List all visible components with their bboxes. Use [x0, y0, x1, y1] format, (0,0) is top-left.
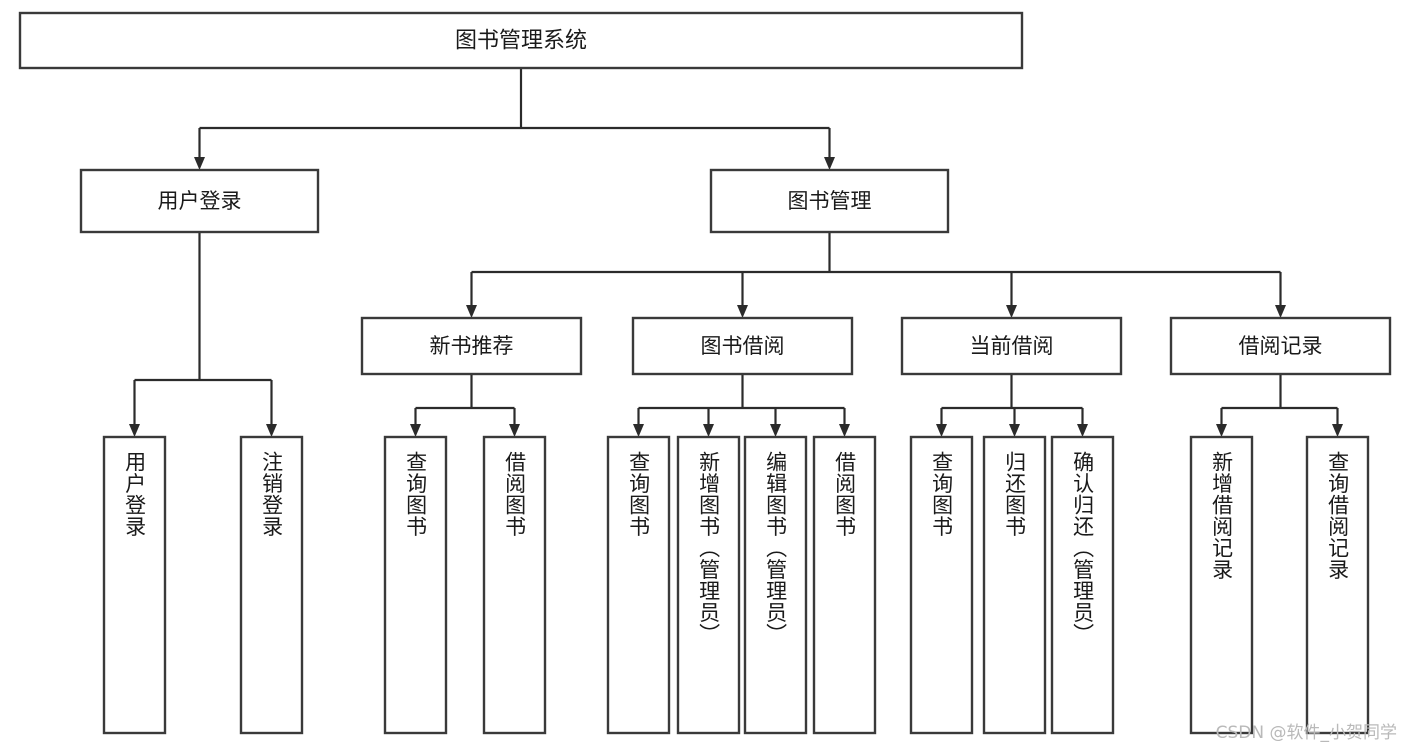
- node-box-user-login[interactable]: [79, 168, 320, 234]
- arrow-head-leaf-add-book-admin: [703, 424, 714, 437]
- node-label-root: 图书管理系统: [455, 29, 587, 54]
- node-label-book-management: 图书管理: [788, 189, 872, 213]
- node-box-leaf-borrow-book[interactable]: [812, 435, 877, 735]
- node-box-leaf-user-login[interactable]: [102, 435, 167, 735]
- arrow-head-leaf-add-borrow-record: [1216, 424, 1227, 437]
- arrow-head-book-borrow: [737, 305, 748, 318]
- arrow-head-leaf-edit-book-admin: [770, 424, 781, 437]
- node-box-leaf-query-borrow-record[interactable]: [1305, 435, 1370, 735]
- arrow-head-book-management: [824, 157, 835, 170]
- node-box-leaf-add-borrow-record[interactable]: [1189, 435, 1254, 735]
- node-box-book-management[interactable]: [709, 168, 950, 234]
- arrow-head-leaf-confirm-return-admin: [1077, 424, 1088, 437]
- arrow-head-user-login: [194, 157, 205, 170]
- arrow-head-leaf-user-logout: [266, 424, 277, 437]
- arrow-head-new-book-recommend: [466, 305, 477, 318]
- arrow-head-leaf-user-login: [129, 424, 140, 437]
- node-label-new-book-recommend: 新书推荐: [430, 334, 514, 358]
- csdn-watermark: CSDN @软件_小贺同学: [1215, 723, 1397, 743]
- arrow-head-leaf-query-borrow-record: [1332, 424, 1343, 437]
- arrow-head-leaf-return-book: [1009, 424, 1020, 437]
- node-box-new-book-recommend[interactable]: [360, 316, 583, 376]
- box-layer: [18, 11, 1392, 735]
- node-box-current-borrow[interactable]: [900, 316, 1123, 376]
- node-label-user-login: 用户登录: [158, 189, 242, 213]
- node-label-borrow-record: 借阅记录: [1239, 334, 1323, 358]
- node-box-leaf-borrow-book-rec[interactable]: [482, 435, 547, 735]
- arrow-head-leaf-query-book-borrow: [633, 424, 644, 437]
- node-box-leaf-add-book-admin[interactable]: [676, 435, 741, 735]
- node-box-root[interactable]: [18, 11, 1024, 70]
- node-box-leaf-query-book-rec[interactable]: [383, 435, 448, 735]
- node-box-leaf-edit-book-admin[interactable]: [743, 435, 808, 735]
- arrow-head-leaf-query-book-rec: [410, 424, 421, 437]
- arrow-head-borrow-record: [1275, 305, 1286, 318]
- arrow-head-leaf-query-book-current: [936, 424, 947, 437]
- connector-layer: [129, 68, 1343, 437]
- node-box-book-borrow[interactable]: [631, 316, 854, 376]
- arrow-head-leaf-borrow-book-rec: [509, 424, 520, 437]
- arrow-head-current-borrow: [1006, 305, 1017, 318]
- node-box-leaf-confirm-return-admin[interactable]: [1050, 435, 1115, 735]
- node-label-book-borrow: 图书借阅: [701, 334, 785, 358]
- arrow-head-leaf-borrow-book: [839, 424, 850, 437]
- node-box-leaf-query-book-current[interactable]: [909, 435, 974, 735]
- node-box-leaf-return-book[interactable]: [982, 435, 1047, 735]
- node-label-current-borrow: 当前借阅: [970, 334, 1054, 358]
- node-box-leaf-query-book-borrow[interactable]: [606, 435, 671, 735]
- node-box-borrow-record[interactable]: [1169, 316, 1392, 376]
- node-box-leaf-user-logout[interactable]: [239, 435, 304, 735]
